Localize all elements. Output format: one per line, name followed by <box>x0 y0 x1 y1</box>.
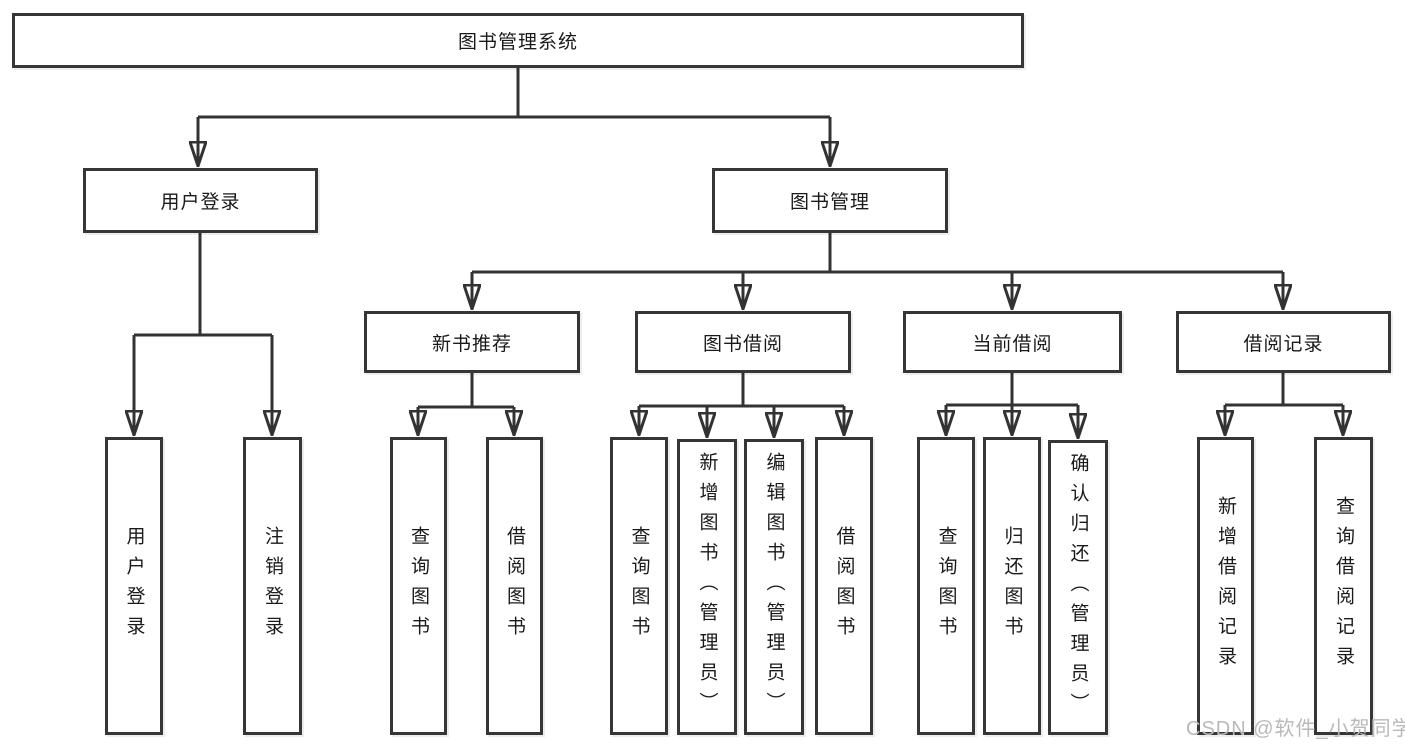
node-leaf-query-books-1-label: 查询图书 <box>408 526 429 646</box>
node-leaf-query-books-2: 查询图书 <box>610 437 668 735</box>
node-leaf-return-books: 归还图书 <box>983 437 1041 735</box>
node-leaf-edit-book-admin: 编辑图书（管理员） <box>744 439 804 735</box>
connector-new-books <box>418 373 514 435</box>
connector-book-borrowing <box>639 373 844 437</box>
node-leaf-logout: 注销登录 <box>243 437 302 735</box>
node-leaf-return-books-label: 归还图书 <box>1001 526 1023 646</box>
node-leaf-borrow-books-1: 借阅图书 <box>486 437 543 735</box>
node-book-management: 图书管理 <box>712 168 948 233</box>
node-leaf-edit-book-admin-label: 编辑图书（管理员） <box>763 452 785 722</box>
node-book-management-label: 图书管理 <box>789 192 870 213</box>
node-root-label: 图书管理系统 <box>457 32 578 53</box>
node-leaf-user-login-label: 用户登录 <box>123 526 145 646</box>
node-leaf-logout-label: 注销登录 <box>262 526 283 646</box>
node-leaf-query-borrow-record: 查询借阅记录 <box>1314 437 1373 735</box>
node-user-login-label: 用户登录 <box>160 192 241 213</box>
node-leaf-query-books-3: 查询图书 <box>917 437 975 735</box>
node-leaf-add-borrow-record-label: 新增借阅记录 <box>1215 496 1236 676</box>
node-leaf-confirm-return-admin-label: 确认归还（管理员） <box>1067 452 1089 723</box>
connector-book-management <box>472 233 1283 309</box>
node-leaf-confirm-return-admin: 确认归还（管理员） <box>1048 440 1108 735</box>
connector-user-login <box>134 233 272 435</box>
connector-borrowing-records <box>1225 373 1343 435</box>
node-current-borrowing: 当前借阅 <box>903 311 1122 373</box>
node-borrowing-records: 借阅记录 <box>1176 311 1391 373</box>
node-leaf-query-books-2-label: 查询图书 <box>628 526 650 646</box>
node-new-book-recommend: 新书推荐 <box>364 311 580 373</box>
node-leaf-query-borrow-record-label: 查询借阅记录 <box>1333 496 1354 676</box>
connector-current-borrowing <box>946 373 1078 438</box>
connector-root <box>198 68 830 166</box>
node-borrowing-records-label: 借阅记录 <box>1243 333 1324 355</box>
node-current-borrowing-label: 当前借阅 <box>972 333 1053 355</box>
node-leaf-add-borrow-record: 新增借阅记录 <box>1197 437 1254 735</box>
node-new-book-recommend-label: 新书推荐 <box>431 333 512 355</box>
node-leaf-query-books-3-label: 查询图书 <box>935 526 957 646</box>
node-leaf-user-login: 用户登录 <box>105 437 163 735</box>
node-book-borrowing: 图书借阅 <box>635 311 851 373</box>
watermark: CSDN @软件_小贺同学 <box>1186 718 1405 740</box>
node-root: 图书管理系统 <box>12 13 1024 68</box>
node-leaf-borrow-books-1-label: 借阅图书 <box>504 526 525 646</box>
node-leaf-borrow-books-2: 借阅图书 <box>815 437 873 735</box>
node-leaf-query-books-1: 查询图书 <box>390 437 447 735</box>
node-leaf-add-book-admin: 新增图书（管理员） <box>677 439 737 735</box>
node-leaf-add-book-admin-label: 新增图书（管理员） <box>696 452 718 722</box>
node-leaf-borrow-books-2-label: 借阅图书 <box>833 526 855 646</box>
node-user-login: 用户登录 <box>83 168 318 233</box>
node-book-borrowing-label: 图书借阅 <box>702 333 783 355</box>
